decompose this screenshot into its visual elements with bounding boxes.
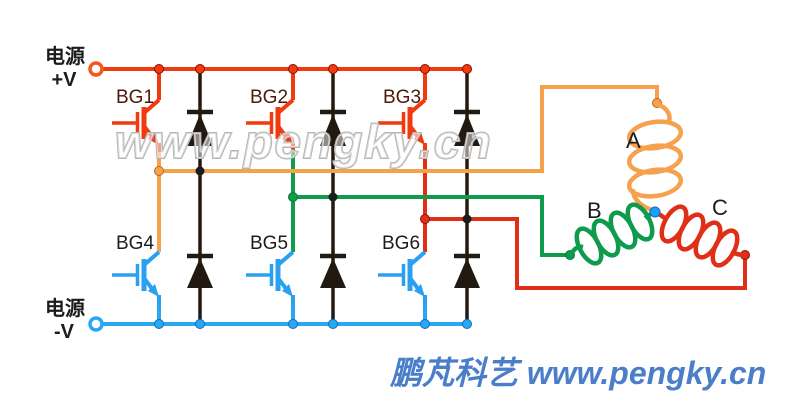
label-bg1: BG1 [116,87,154,108]
power-plus-label-cn: 电源 [45,45,85,68]
negative-bus-wire [103,302,467,326]
coil-b-winding [568,202,656,266]
minus-v-terminal [88,316,104,332]
igbt-bg4 [112,252,159,304]
power-minus-label-cn: 电源 [45,297,85,320]
label-bg5: BG5 [250,233,288,254]
power-minus-label-v: -V [54,321,75,343]
label-coil-a: A [626,128,641,153]
freewheel-diode-leg1 [187,69,213,324]
label-coil-b: B [587,198,602,223]
star-neutral-dot [649,206,661,218]
label-coil-c: C [712,195,728,220]
label-bg6: BG6 [382,233,420,254]
label-bg2: BG2 [250,87,288,108]
phase-a-wire [157,85,659,252]
brand-text: 鹏芃科艺 www.pengky.cn [389,355,766,391]
coil-c-winding [655,204,745,268]
label-bg4: BG4 [116,233,154,254]
phase-c-wire [423,148,747,290]
center-watermark: www.pengky.cn [115,115,493,168]
igbt-bg6 [378,252,425,304]
coil-a-winding [626,101,684,214]
plus-v-terminal [88,61,104,77]
label-bg3: BG3 [383,87,421,108]
igbt-bg5 [246,252,293,304]
power-plus-label-v: +V [51,69,77,91]
positive-bus-wire [103,67,467,100]
